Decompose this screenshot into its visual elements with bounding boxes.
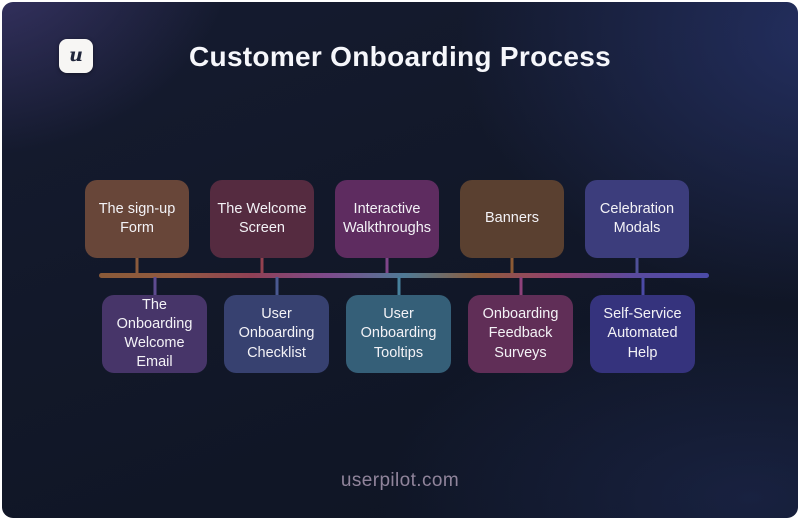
process-step-box: Banners [460,180,564,274]
connector-stem [510,258,514,274]
connector-stem [153,277,156,295]
process-step-label: The Onboarding Welcome Email [116,296,193,371]
process-step-label: The sign-up Form [98,200,176,236]
process-step-box: Celebration Modals [585,180,689,274]
process-step-box: The Welcome Screen [210,180,314,274]
process-step-box: User Onboarding Checklist [224,277,329,373]
connector-stem [260,258,264,274]
process-step-box: Self-Service Automated Help [590,277,695,373]
process-step-box: Interactive Walkthroughs [335,180,439,274]
connector-stem [519,277,522,295]
process-step-label: Onboarding Feedback Surveys [482,306,559,361]
process-step-box: Onboarding Feedback Surveys [468,277,573,373]
connector-stem [275,277,278,295]
process-row-bottom: The Onboarding Welcome Email User Onboar… [2,277,695,373]
connector-stem [635,258,639,274]
process-step-label: User Onboarding Tooltips [360,306,437,361]
connector-stem [397,277,400,295]
process-step-label: Interactive Walkthroughs [342,200,432,236]
process-step-label: Self-Service Automated Help [603,306,682,361]
process-step-label: Celebration Modals [599,200,675,236]
logo-letter-u: u [69,43,83,66]
timeline-connector-bar [99,273,709,278]
process-step-label: User Onboarding Checklist [238,306,315,361]
process-step-box: The sign-up Form [85,180,189,274]
userpilot-logo: u [59,39,93,73]
process-step-box: User Onboarding Tooltips [346,277,451,373]
page-title: Customer Onboarding Process [189,41,611,72]
connector-stem [135,258,139,274]
process-row-top: The sign-up Form The Welcome Screen Inte… [2,180,689,274]
process-step-box: The Onboarding Welcome Email [102,277,207,373]
connector-stem [385,258,389,274]
connector-stem [641,277,644,295]
process-step-label: Banners [484,210,539,227]
process-step-label: The Welcome Screen [217,200,307,236]
footer-website: userpilot.com [340,470,460,491]
